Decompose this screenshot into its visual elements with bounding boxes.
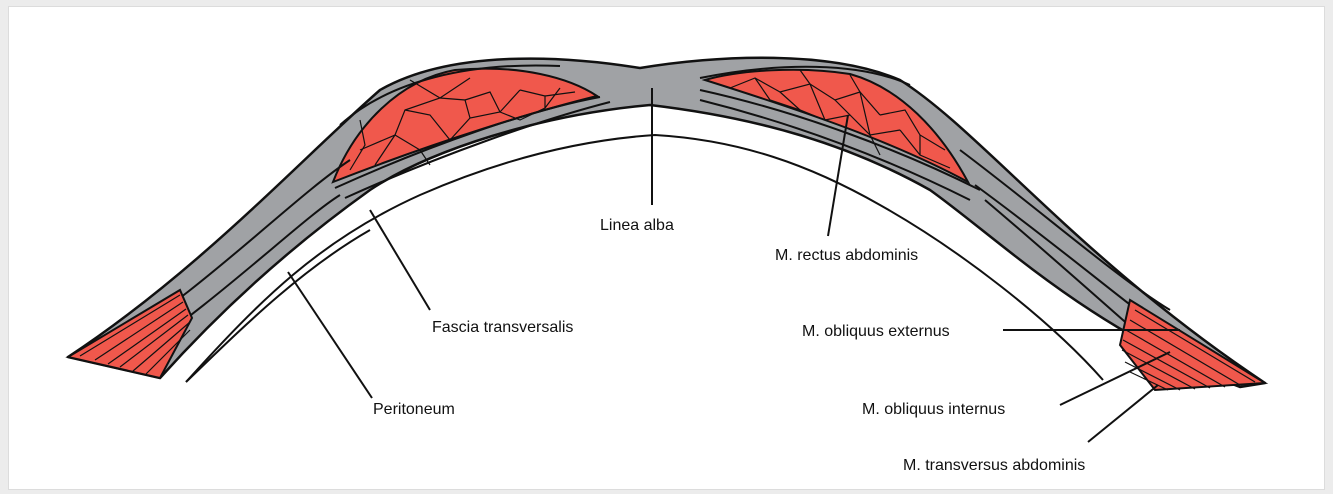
label-transversus-abdominis: M. transversus abdominis — [903, 457, 1085, 474]
label-fascia-transversalis: Fascia transversalis — [432, 319, 573, 336]
label-rectus-abdominis: M. rectus abdominis — [775, 247, 918, 264]
label-obliquus-internus: M. obliquus internus — [862, 401, 1005, 418]
label-peritoneum: Peritoneum — [373, 401, 455, 418]
label-obliquus-externus: M. obliquus externus — [802, 323, 950, 340]
label-linea-alba: Linea alba — [600, 217, 674, 234]
lateral-muscles-right — [1120, 300, 1265, 390]
rectus-muscle-left — [333, 69, 597, 182]
